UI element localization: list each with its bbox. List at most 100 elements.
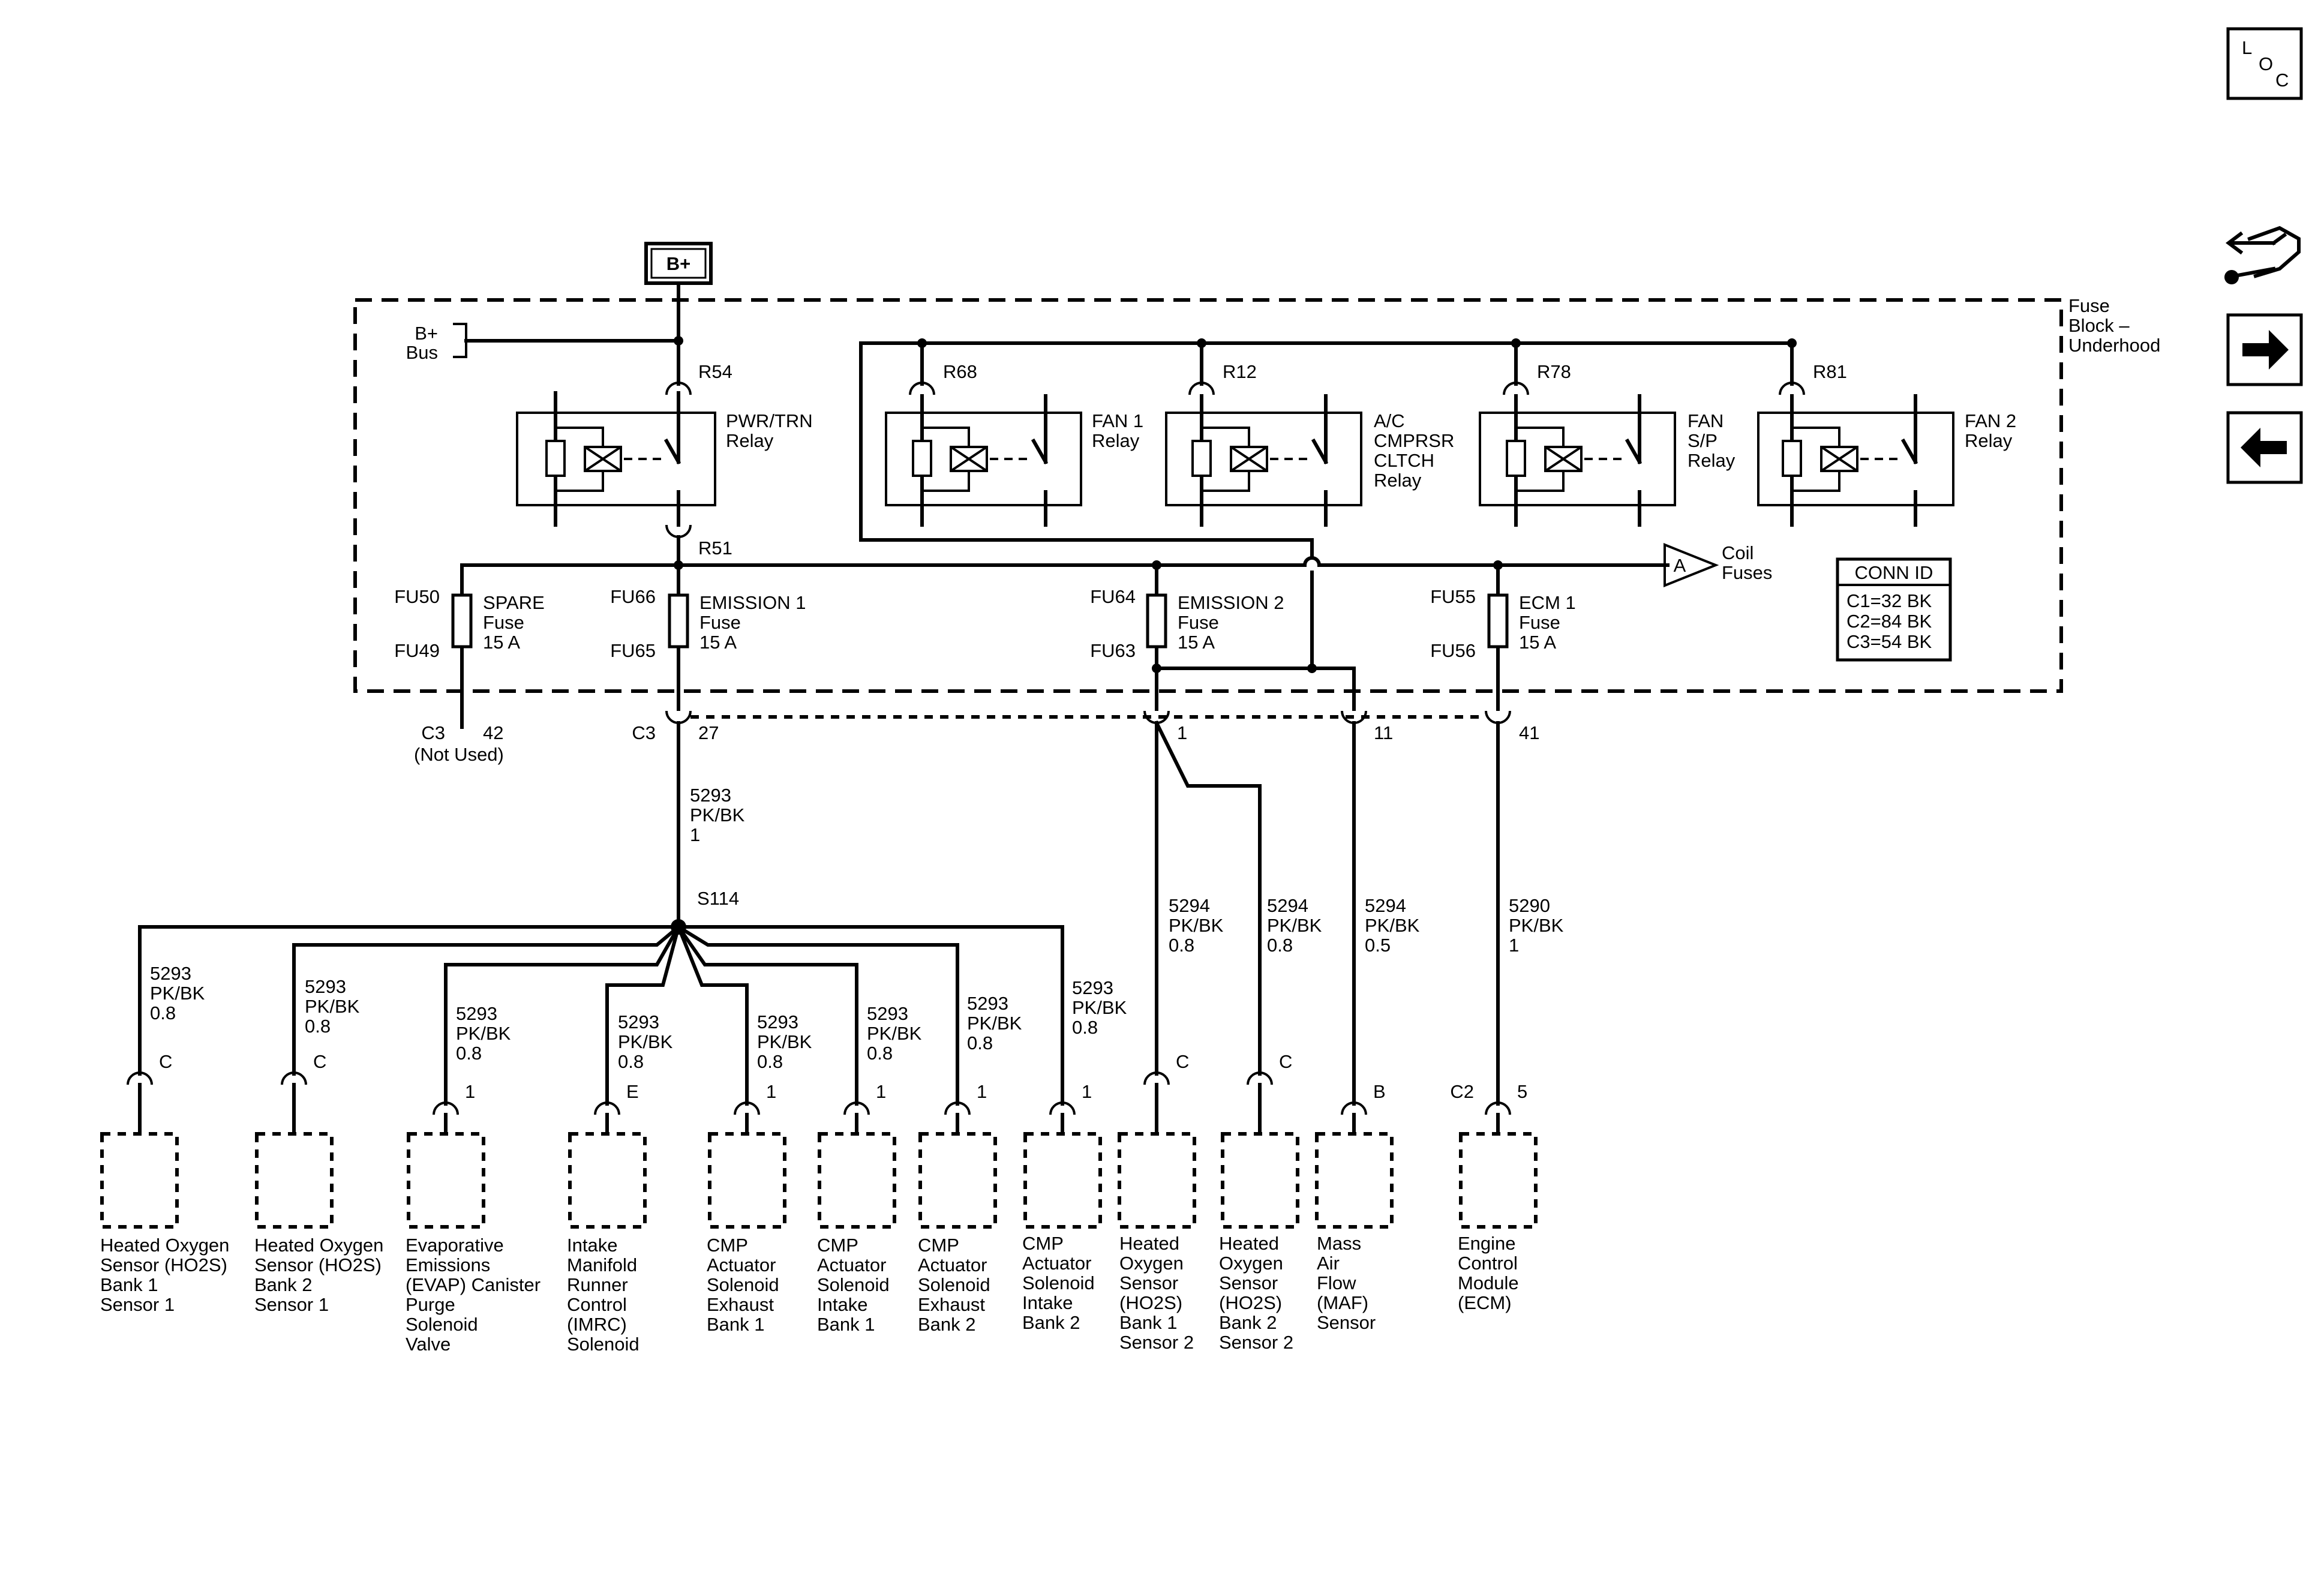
fuse-type: Fuse [1178,612,1219,633]
wire-id: 5293 [757,1011,798,1032]
component-ho2s-b2s2: C Heated Oxygen Sensor (HO2S) Bank 2 Sen… [1219,1051,1299,1353]
wire-color: PK/BK [1267,915,1322,936]
loc-letter-c: C [2275,70,2289,91]
wire-gauge: 0.8 [1072,1017,1098,1038]
component-pin: 1 [876,1081,886,1102]
back-arrow-icon [2241,428,2287,467]
component-cmp-intake-b2: 1 CMP Actuator Solenoid Intake Bank 2 [1022,1081,1102,1333]
wire-id: 5294 [1365,895,1406,916]
component-name: Oxygen [1219,1253,1283,1274]
fuse-block-label-1: Fuse [2068,295,2110,316]
component-ho2s-b1s1: C Heated Oxygen Sensor (HO2S) Bank 1 Sen… [100,1051,229,1315]
terminal-r68: R68 [943,361,977,382]
loc-letter-l: L [2242,37,2252,58]
component-name: Bank 1 [707,1314,765,1335]
component-name: Solenoid [1022,1272,1095,1293]
loc-button[interactable]: L O C [2226,27,2303,100]
conn-id-row: C3=54 BK [1846,631,1932,652]
terminal-r78: R78 [1537,361,1571,382]
component-name: Oxygen [1119,1253,1184,1274]
wire-id: 5293 [1072,977,1113,998]
component-name: Bank 1 [1119,1312,1178,1333]
component-name: Actuator [707,1254,776,1275]
coil-label-1: Coil [1722,542,1753,563]
component-pin: 1 [977,1081,987,1102]
relay-label: S/P [1688,430,1718,451]
fuse-name: EMISSION 1 [699,592,806,613]
component-name: Actuator [918,1254,987,1275]
fuse-type: Fuse [1519,612,1560,633]
source-label: B+ [666,253,691,274]
component-name: Solenoid [817,1274,890,1295]
terminal-r81: R81 [1813,361,1847,382]
pin-conn-label: C3 [632,722,656,743]
component-name: (ECM) [1458,1292,1512,1313]
relay-label: A/C [1374,410,1405,431]
component-name: Emissions [406,1254,490,1275]
relay-label: FAN [1688,410,1724,431]
relay-label: Relay [1092,430,1140,451]
component-name: Heated [1119,1233,1179,1254]
component-name: Bank 1 [817,1314,875,1335]
coil-label-2: Fuses [1722,562,1772,583]
component-name: (IMRC) [567,1314,627,1335]
wire-id: 5293 [305,976,346,997]
relay-label: Relay [1688,450,1736,471]
conn-id-row: C2=84 BK [1846,611,1932,632]
component-name: Purge [406,1294,455,1315]
component-cmp-exhaust-b1: 1 CMP Actuator Solenoid Exhaust Bank 1 [707,1081,786,1335]
component-name: (MAF) [1317,1292,1368,1313]
wire-color: PK/BK [690,804,745,825]
battery-positive-source: B+ [644,242,713,285]
component-name: Bank 2 [254,1274,313,1295]
component-conn: C2 [1450,1081,1474,1102]
component-name: Sensor [1119,1272,1178,1293]
fuse-top-label: FU55 [1430,586,1476,607]
relay-label: FAN 1 [1092,410,1143,431]
component-name: Evaporative [406,1235,504,1256]
fuse-bottom-label: FU65 [610,640,656,661]
fuse-bottom-label: FU63 [1090,640,1136,661]
component-pin: C [313,1051,326,1072]
fuse-type: Fuse [699,612,741,633]
forward-arrow-icon [2242,330,2289,370]
relay-label: PWR/TRN [726,410,813,431]
wire-gauge: 1 [1509,935,1519,956]
wire-id: 5290 [1509,895,1550,916]
schematic-tools-icon[interactable] [2224,226,2301,284]
fuse-name: SPARE [483,592,545,613]
component-name: Intake [817,1294,867,1315]
fuse-rating: 15 A [699,632,737,653]
wire-color: PK/BK [1509,915,1564,936]
forward-arrow-button[interactable] [2226,313,2303,386]
component-name: Sensor 2 [1219,1332,1293,1353]
wire-gauge: 0.8 [618,1051,644,1072]
component-name: (EVAP) Canister [406,1274,541,1295]
component-name: Intake [1022,1292,1073,1313]
component-name: Bank 2 [1022,1312,1080,1333]
connector-id-table: CONN ID C1=32 BK C2=84 BK C3=54 BK [1836,557,1952,662]
component-name: CMP [817,1235,858,1256]
wire-id: 5294 [1169,895,1210,916]
component-name: Module [1458,1272,1519,1293]
pwr-trn-relay: PWR/TRN Relay [516,391,813,527]
component-name: Runner [567,1274,628,1295]
ac-compressor-clutch-relay: A/C CMPRSR CLTCH Relay [1165,394,1454,527]
wire-gauge: 0.8 [150,1002,176,1023]
component-name: Actuator [1022,1253,1091,1274]
fuse-name: EMISSION 2 [1178,592,1284,613]
component-name: Control [567,1294,627,1315]
splice-label: S114 [697,888,739,909]
component-name: Engine [1458,1233,1516,1254]
fuse-ecm-1: FU55 FU56 ECM 1 Fuse 15 A [1430,563,1576,711]
component-name: CMP [1022,1233,1064,1254]
component-name: Actuator [817,1254,886,1275]
component-name: Bank 1 [100,1274,158,1295]
relay-label: CLTCH [1374,450,1434,471]
wire-id: 5293 [456,1003,497,1024]
component-ecm: C2 5 Engine Control Module (ECM) [1450,1081,1538,1313]
conn-id-title: CONN ID [1855,562,1933,583]
component-pin: E [626,1081,639,1102]
component-name: (HO2S) [1219,1292,1282,1313]
back-arrow-button[interactable] [2226,411,2303,484]
